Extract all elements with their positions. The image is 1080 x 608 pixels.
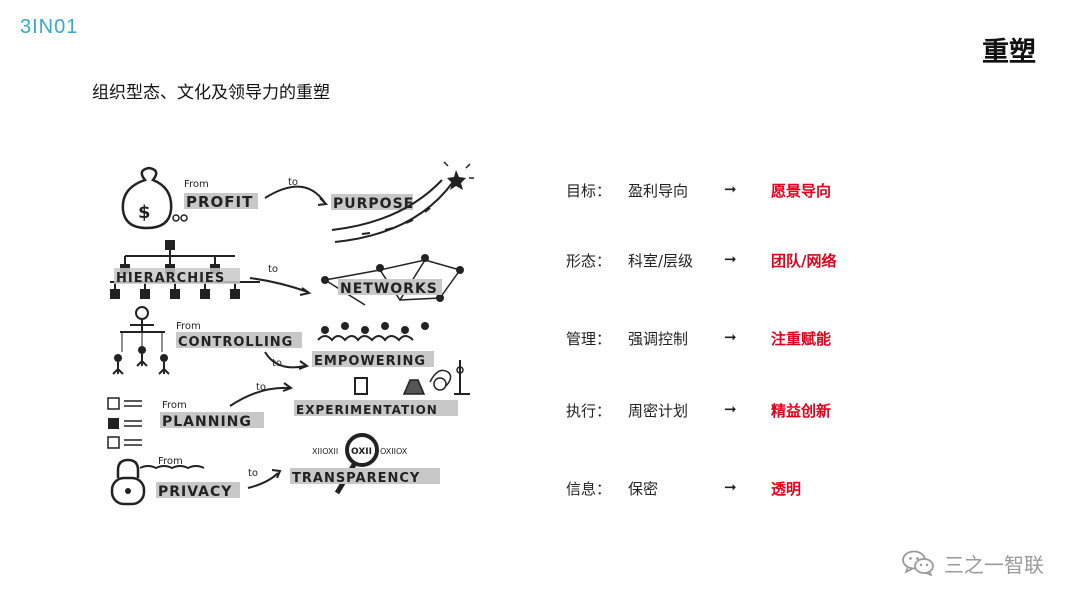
from-label-controlling: CONTROLLING <box>178 335 293 350</box>
from-label-profit: PROFIT <box>186 193 253 211</box>
row-to: 团队/网络 <box>771 252 837 270</box>
illustration-svg: $ From PROFIT to PURPOSE HIERARCHIES to <box>107 161 474 506</box>
arrow-right-icon: ➞ <box>724 180 737 198</box>
watermark: 三之一智联 <box>902 546 1044 580</box>
mapping-row-information: 信息： 保密 ➞ 透明 <box>566 478 896 508</box>
padlock-chain-icon <box>110 458 205 506</box>
to-tag-1: to <box>288 177 298 188</box>
mapping-row-goal: 目标： 盈利导向 ➞ 愿景导向 <box>566 180 896 210</box>
to-tag-5: to <box>248 468 258 479</box>
from-label-hierarchies: HIERARCHIES <box>116 271 225 286</box>
from-tag-5: From <box>158 456 183 467</box>
wechat-icon <box>902 550 934 576</box>
row-to: 愿景导向 <box>771 182 832 200</box>
from-label-planning: PLANNING <box>162 414 252 430</box>
brand-logo: 3IN01 <box>20 16 79 38</box>
arrow-right-icon: ➞ <box>724 328 737 346</box>
to-tag-2: to <box>268 264 278 275</box>
row-label: 管理： <box>566 330 612 348</box>
row-to: 精益创新 <box>771 402 832 420</box>
page-title: 重塑 <box>982 37 1036 68</box>
code-center: OXII <box>351 447 372 457</box>
checklist-icon <box>107 397 142 449</box>
row-from: 强调控制 <box>628 330 689 348</box>
code-right: OXIIOX <box>380 447 408 456</box>
from-tag-4: From <box>162 400 187 411</box>
row-from: 保密 <box>628 480 659 498</box>
to-label-networks: NETWORKS <box>340 281 438 297</box>
row-label: 执行： <box>566 402 612 420</box>
to-tag-3: to <box>272 358 282 369</box>
from-label-privacy: PRIVACY <box>158 484 232 500</box>
watermark-text: 三之一智联 <box>944 552 1044 577</box>
arrow-right-icon: ➞ <box>724 478 737 496</box>
to-label-transparency: TRANSPARENCY <box>292 471 420 486</box>
row-label: 信息： <box>566 480 612 498</box>
people-chain-icon <box>317 322 429 342</box>
mapping-row-form: 形态： 科室/层级 ➞ 团队/网络 <box>566 250 896 280</box>
lab-flask-icon <box>354 360 470 395</box>
road-to-star-icon <box>331 161 474 243</box>
from-tag-3: From <box>176 321 201 332</box>
row-label: 目标： <box>566 182 612 200</box>
row-from: 科室/层级 <box>628 252 694 270</box>
arrow-right-icon: ➞ <box>724 400 737 418</box>
row-to: 注重赋能 <box>771 330 832 348</box>
page-subtitle: 组织型态、文化及领导力的重塑 <box>92 83 330 103</box>
transformation-illustration: $ From PROFIT to PURPOSE HIERARCHIES to <box>100 160 485 515</box>
to-label-experimentation: EXPERIMENTATION <box>296 403 438 417</box>
mapping-row-management: 管理： 强调控制 ➞ 注重赋能 <box>566 328 896 358</box>
to-tag-4: to <box>256 382 266 393</box>
row-label: 形态： <box>566 252 612 270</box>
puppet-master-icon <box>112 306 170 375</box>
arrow-right-icon: ➞ <box>724 250 737 268</box>
money-bag-icon: $ <box>121 166 188 230</box>
row-from: 盈利导向 <box>628 182 689 200</box>
from-tag-1: From <box>184 179 209 190</box>
code-left: XIIOXII <box>312 447 338 456</box>
svg-text:$: $ <box>138 202 152 223</box>
to-label-purpose: PURPOSE <box>333 196 414 212</box>
to-label-empowering: EMPOWERING <box>314 354 426 369</box>
mapping-row-execution: 执行： 周密计划 ➞ 精益创新 <box>566 400 896 430</box>
row-from: 周密计划 <box>628 402 689 420</box>
row-to: 透明 <box>771 480 802 498</box>
